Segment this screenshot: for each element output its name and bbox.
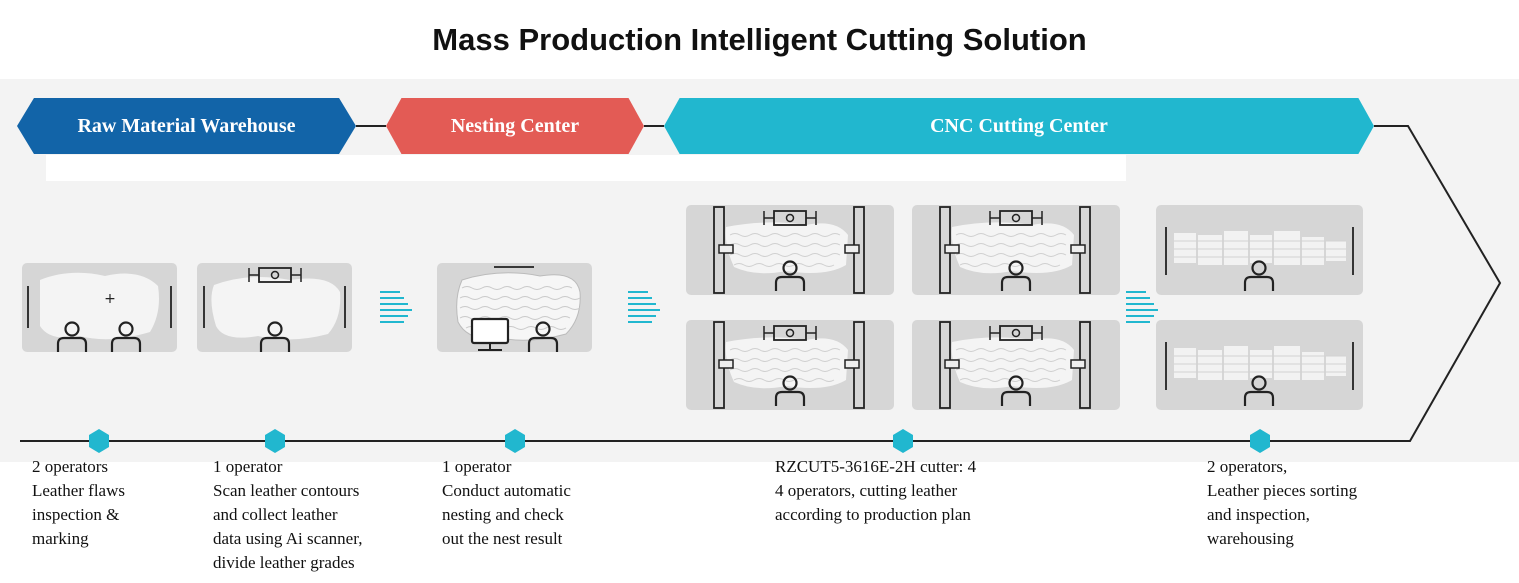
step-node bbox=[893, 429, 913, 453]
stage-nesting-center: Nesting Center bbox=[386, 98, 644, 154]
divider-bar bbox=[46, 155, 1126, 181]
stage-cnc-cutting-center: CNC Cutting Center bbox=[664, 98, 1374, 154]
step-node bbox=[89, 429, 109, 453]
step-node bbox=[265, 429, 285, 453]
step-node bbox=[505, 429, 525, 453]
svg-text:+: + bbox=[104, 291, 116, 307]
page-title: Mass Production Intelligent Cutting Solu… bbox=[432, 22, 1087, 57]
stage-raw-material-warehouse: Raw Material Warehouse bbox=[17, 98, 356, 154]
process-flow-arrow bbox=[20, 125, 1502, 442]
step-node bbox=[1250, 429, 1270, 453]
